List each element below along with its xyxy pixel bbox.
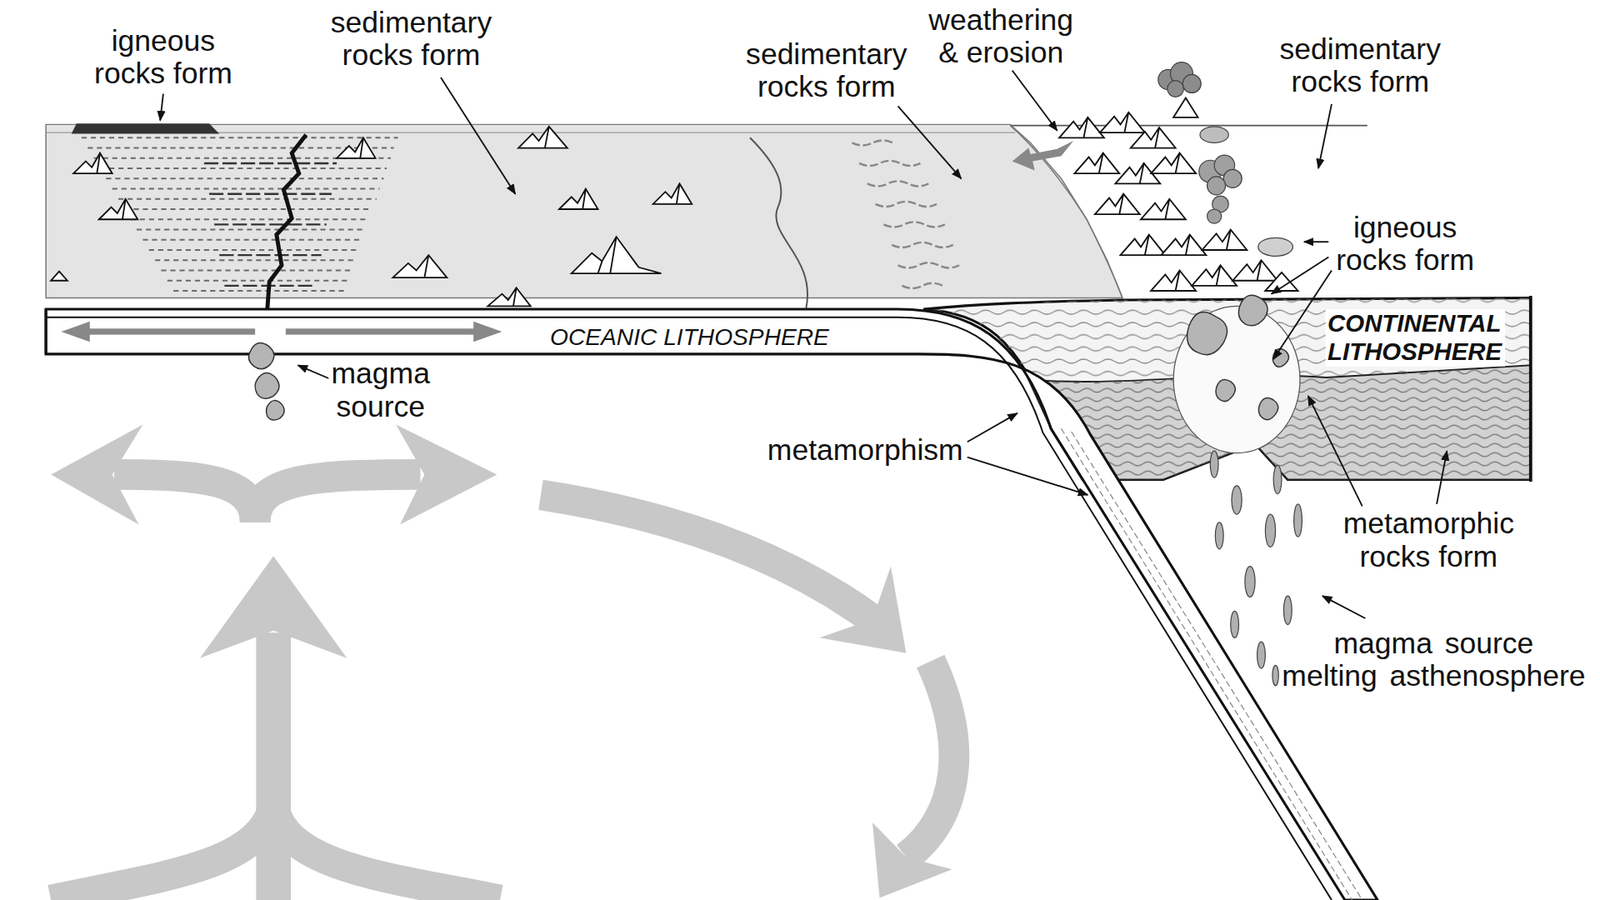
- leader-line: [967, 457, 1088, 495]
- arrowhead: [50, 424, 143, 525]
- convection-stream: [114, 474, 255, 523]
- leader-line: [160, 94, 164, 121]
- magma-bodies: [1187, 295, 1290, 420]
- process-label: sedimentary rocks form: [1276, 32, 1444, 98]
- arrowhead: [395, 424, 497, 525]
- convection-stream: [50, 805, 274, 900]
- arrowhead: [819, 566, 906, 654]
- plate-boundary: [750, 137, 808, 308]
- spreading-arrows: [60, 321, 502, 342]
- ocean-layer: [45, 124, 1123, 298]
- ridge-stripes: [81, 137, 399, 291]
- process-label: magma source: [328, 357, 433, 423]
- sea-level-line: [1010, 125, 1368, 127]
- convection-arrows: [50, 474, 955, 900]
- arrowhead: [200, 555, 347, 658]
- process-label: igneous rocks form: [91, 24, 235, 90]
- leader-line: [298, 365, 332, 380]
- volcanic-plumes: [1158, 62, 1294, 257]
- leader-line: [440, 77, 515, 195]
- leader-line: [1318, 104, 1332, 169]
- plate-edge: [1529, 295, 1533, 482]
- process-label: metamorphism: [765, 433, 965, 466]
- ridge-lava-stripes: [204, 163, 337, 286]
- plate-end: [45, 309, 48, 355]
- ridge-crest: [71, 123, 220, 134]
- process-label: magma source melting asthenosphere: [1279, 626, 1588, 692]
- process-label: sedimentary rocks form: [743, 37, 910, 103]
- process-label: sedimentary rocks form: [328, 5, 495, 71]
- mountain-range: [1059, 98, 1299, 291]
- leader-line: [967, 413, 1018, 442]
- melt-zone: [1173, 305, 1300, 453]
- oceanic-lithosphere: [45, 309, 1378, 900]
- ridge-magma: [248, 343, 285, 420]
- convection-stream: [540, 495, 873, 620]
- convection-stream: [905, 660, 954, 857]
- arrowhead: [872, 822, 953, 899]
- convection-stream: [255, 474, 420, 523]
- leader-line: [1304, 240, 1329, 243]
- upwelling-stem: [255, 632, 291, 900]
- continental-lithosphere: [923, 298, 1531, 480]
- ridge-rift: [267, 135, 307, 310]
- convection-stream: [273, 805, 500, 900]
- accretionary-wedge: [851, 140, 960, 289]
- erosion-arrow: [1012, 140, 1074, 171]
- seamounts: [50, 126, 692, 307]
- convection-arrowheads: [50, 424, 952, 898]
- leader-line: [1012, 70, 1058, 130]
- process-label: igneous rocks form: [1333, 210, 1477, 276]
- process-label: weathering & erosion: [925, 3, 1076, 69]
- leader-line: [1308, 395, 1363, 506]
- leader-line: [1322, 595, 1365, 619]
- leader-line: [898, 105, 962, 179]
- plate-label: CONTINENTAL LITHOSPHERE: [1325, 309, 1505, 367]
- oceanic-crust-line: [45, 317, 1332, 900]
- leader-line: [1273, 270, 1332, 360]
- crust-texture: [923, 298, 1531, 480]
- leader-lines: [160, 70, 1447, 619]
- plate-label: OCEANIC LITHOSPHERE: [548, 323, 832, 350]
- process-label: metamorphic rocks form: [1340, 507, 1517, 573]
- leader-line: [1436, 450, 1447, 505]
